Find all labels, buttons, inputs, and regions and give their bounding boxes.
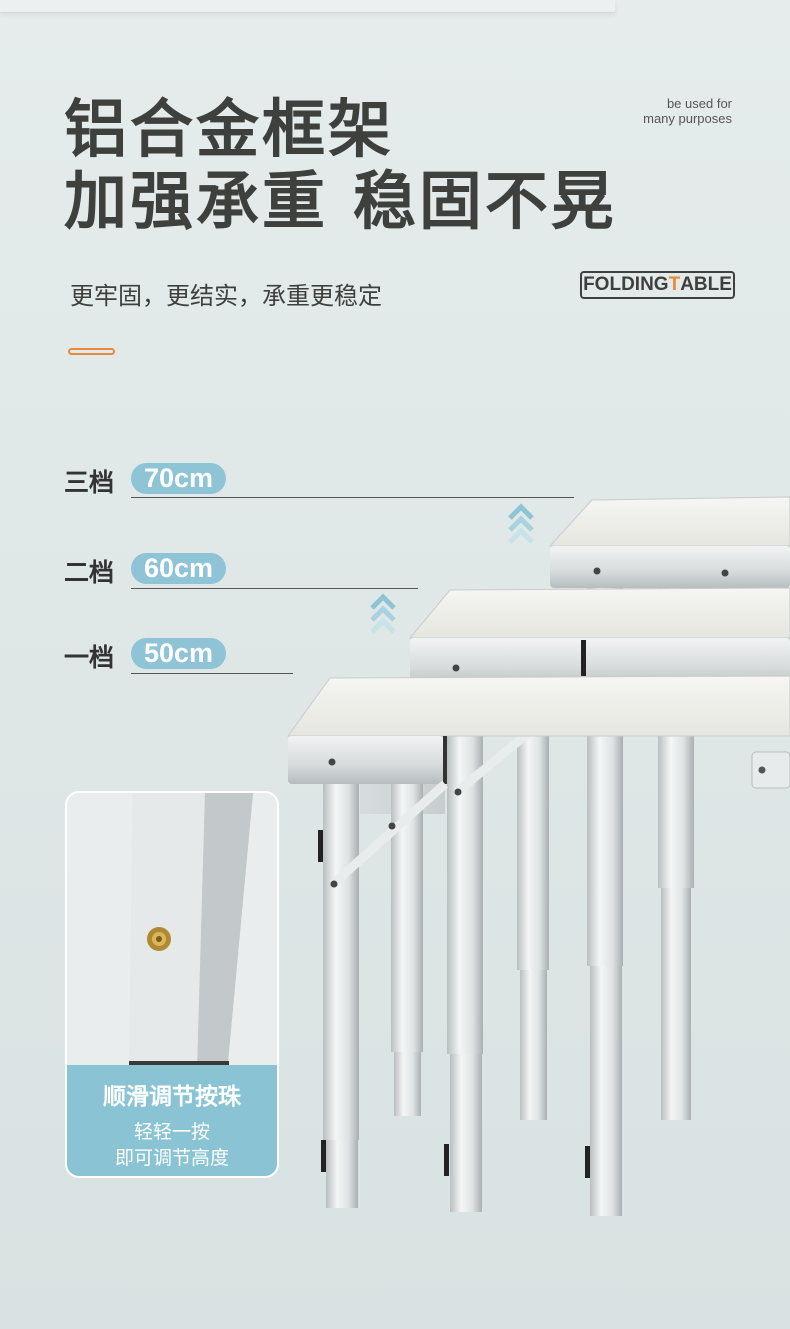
tagline-line2: many purposes: [643, 111, 732, 126]
badge-text-part1: FOLDING: [583, 274, 669, 295]
level-1-height: 50cm: [131, 638, 226, 669]
headline-line1: 铝合金框架: [64, 93, 394, 166]
level-3-height: 70cm: [131, 463, 226, 494]
badge-text-part2: ABLE: [680, 274, 732, 295]
headline-line2: 加强承重 稳固不晃: [64, 165, 617, 238]
level-2-height: 60cm: [131, 553, 226, 584]
inset-title: 顺滑调节按珠: [103, 1084, 241, 1110]
accent-bar: [68, 348, 115, 355]
leg-closeup-image: [67, 793, 277, 1073]
inset-caption: 顺滑调节按珠 轻轻一按 即可调节高度: [67, 1065, 277, 1176]
level-3-line: [131, 497, 574, 498]
level-2-label: 二档: [64, 558, 115, 587]
inset-line1: 轻轻一按: [133, 1121, 210, 1143]
level-1-line: [131, 673, 293, 674]
subtitle: 更牢固，更结实，承重更稳定: [70, 282, 382, 310]
tagline-line1: be used for: [666, 96, 732, 111]
tagline: be used for many purposes: [643, 96, 732, 126]
inset-line2: 即可调节高度: [114, 1147, 229, 1169]
adjust-button-detail-card: 顺滑调节按珠 轻轻一按 即可调节高度: [65, 791, 279, 1178]
table-50cm: [287, 675, 790, 1208]
level-1-label: 一档: [64, 643, 115, 672]
badge-text-highlight: T: [668, 274, 681, 295]
up-arrows-icon: [370, 593, 396, 634]
level-2-line: [131, 588, 418, 589]
level-3-label: 三档: [64, 468, 115, 497]
top-edge-strip: [0, 0, 615, 13]
up-arrows-icon: [508, 503, 534, 544]
